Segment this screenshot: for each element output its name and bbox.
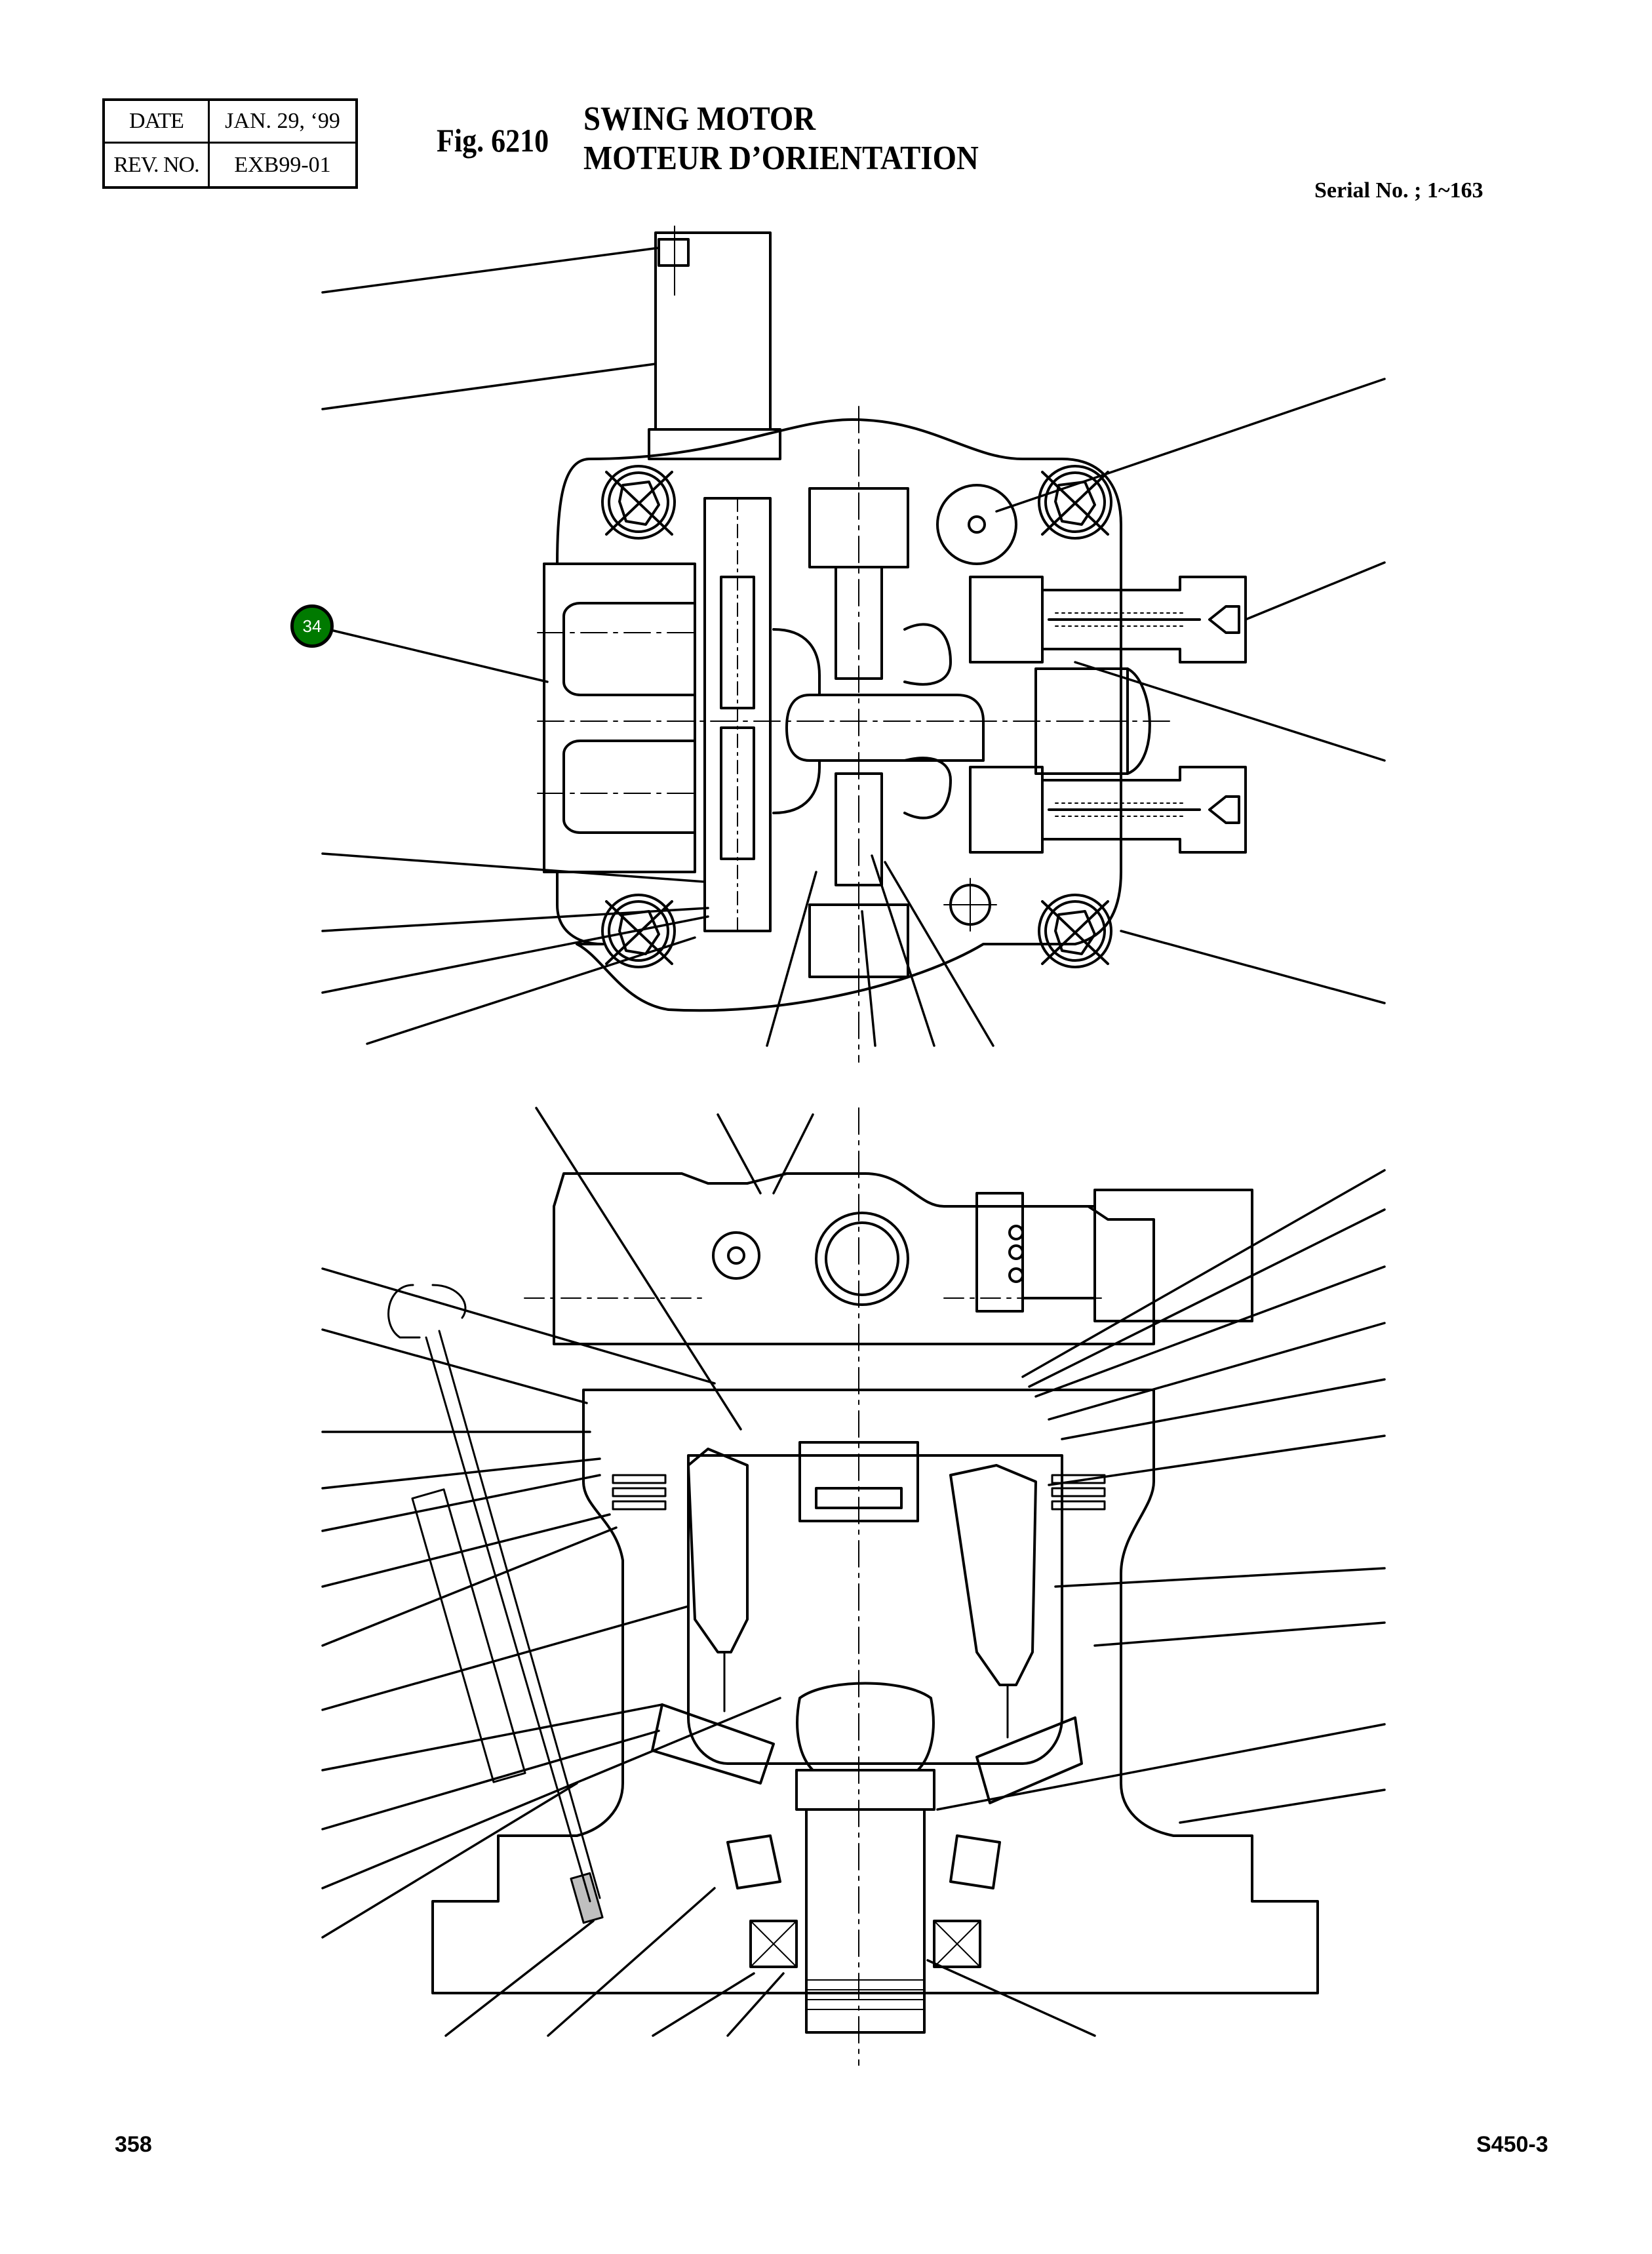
revision-table: DATE JAN. 29, ‘99 REV. NO. EXB99-01	[102, 98, 358, 189]
figure-number: Fig. 6210	[437, 122, 549, 159]
figure-title-en: SWING MOTOR	[583, 100, 816, 138]
figure-title-fr: MOTEUR D’ORIENTATION	[583, 140, 979, 177]
upper-leader-lines	[321, 247, 1386, 1047]
upper-view-drawing	[537, 226, 1247, 1063]
model-number: S450-3	[1476, 2132, 1548, 2157]
lower-leader-lines	[321, 1107, 1386, 2037]
rev-no-label: REV. NO.	[105, 144, 210, 186]
rev-no-value: EXB99-01	[234, 152, 331, 177]
serial-range: Serial No. ; 1~163	[1314, 178, 1484, 203]
level-gauge	[387, 1284, 604, 1924]
date-value: JAN. 29, ‘99	[210, 101, 355, 144]
relief-valve-upper	[969, 576, 1247, 663]
date-label: DATE	[105, 101, 210, 144]
page-number: 358	[115, 2132, 152, 2157]
relief-valve-lower	[969, 766, 1247, 854]
callout-marker-34[interactable]: 34	[290, 604, 334, 648]
lower-view-drawing	[387, 1107, 1319, 2066]
figure-title: SWING MOTOR MOTEUR D’ORIENTATION	[583, 100, 979, 178]
